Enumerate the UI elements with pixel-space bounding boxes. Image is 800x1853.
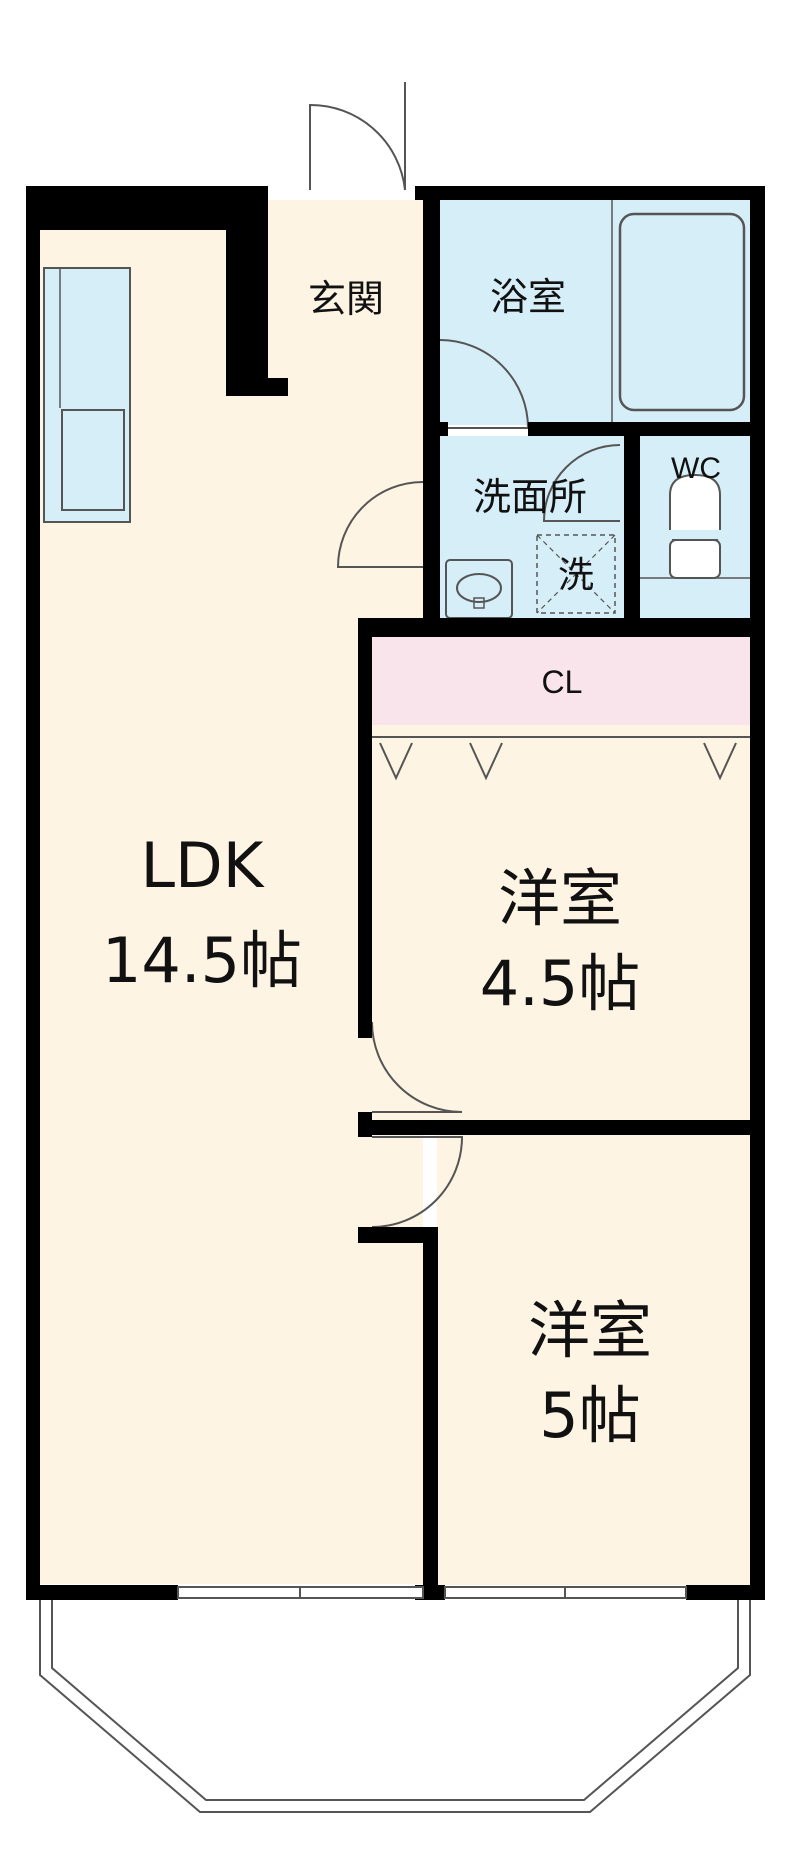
washroom-door [542,444,621,522]
western-room-2-floor [437,1135,750,1585]
western-room-1-floor [372,725,750,1120]
western-room-1-door [371,1021,463,1113]
western-room-1-size: 4.5帖 [480,947,641,1020]
washroom-label: 洗面所 [473,475,587,519]
entrance-door [309,103,406,191]
entrance-floor [268,200,423,390]
ldk-size: 14.5帖 [102,924,302,997]
washer-label: 洗 [558,555,594,596]
entrance-label: 玄関 [308,277,384,321]
western-room-2-size: 5帖 [539,1379,640,1452]
washer-space [536,534,616,614]
wash-basin [445,559,513,619]
bathroom-label: 浴室 [490,275,566,319]
bathtub [618,212,746,412]
ldk-name: LDK [141,829,265,902]
door-swings [309,82,621,1228]
closet-label: CL [542,664,583,700]
closet-floor [372,637,750,725]
ldk-door [336,481,424,568]
walls [26,186,765,1600]
balcony [39,1600,751,1813]
toilet-label: WC [671,452,721,485]
western-room-2-name: 洋室 [528,1294,652,1367]
kitchen-sink [61,409,125,511]
bathroom-door [439,339,530,429]
western-room-2-door [371,1136,464,1228]
closet-hanger-marks [372,736,750,781]
toilet-fixture [640,473,750,579]
western-room-1-name: 洋室 [498,862,622,935]
windows [177,1586,687,1599]
kitchen-counter [43,267,131,523]
